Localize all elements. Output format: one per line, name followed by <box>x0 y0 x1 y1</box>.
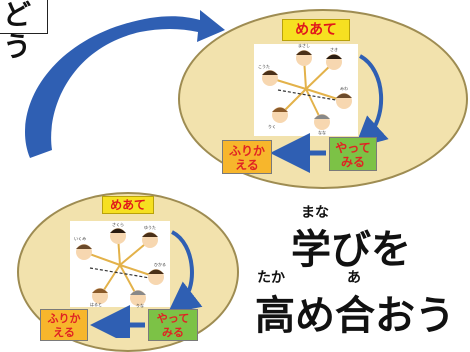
kid-face <box>272 107 288 123</box>
kid-face <box>314 114 330 130</box>
goal-label-bottom: めあて <box>102 196 154 214</box>
kid-face <box>110 228 126 244</box>
big-curved-arrow <box>25 10 225 158</box>
goal-label-top: めあて <box>282 19 350 41</box>
slogan-ruby-a: あ <box>347 270 361 286</box>
kid-name-label: なな <box>318 129 326 135</box>
slogan-ruby-manabi: まな <box>301 205 329 221</box>
kid-face <box>296 50 312 66</box>
kid-face <box>336 93 352 109</box>
kid-name-label: まさし <box>298 42 310 48</box>
kid-name-label: さくら <box>112 221 124 227</box>
try-box-top: やって みる <box>329 137 377 171</box>
reflect-box-top: ふりか える <box>222 140 272 174</box>
slogan-line-1: 学びを <box>291 227 411 273</box>
kids-illustration-bottom: さくら いくみ ゆうた ひかる はると りな <box>70 221 170 308</box>
kid-face <box>148 269 164 285</box>
kid-name-label: はると <box>90 301 102 307</box>
page-title: どう <box>3 0 32 63</box>
try-box-bottom: やって みる <box>148 309 198 341</box>
kids-illustration-top: まさし さき こうた みわ なな りく <box>254 42 358 136</box>
kid-name-label: ゆうた <box>144 224 156 230</box>
kid-name-label: みわ <box>340 85 348 91</box>
kid-name-label: さき <box>330 46 338 52</box>
kid-name-label: ひかる <box>154 261 166 267</box>
kid-face <box>76 244 92 260</box>
kid-name-label: りく <box>268 123 276 129</box>
slogan: まな 学びを たか あ 高め合おう <box>255 195 470 339</box>
page-title-box: どう <box>0 0 48 63</box>
cycle-arrow-right-top <box>354 54 389 149</box>
kid-name-label: こうた <box>258 63 270 69</box>
kid-face <box>92 288 108 304</box>
kid-face <box>326 54 342 70</box>
cycle-arrow-right-bottom <box>167 230 203 314</box>
slogan-line-2: 高め合おう <box>255 293 455 339</box>
diagram-graphics: まさし さき こうた みわ なな りく さくら いくみ ゆう <box>25 10 389 338</box>
kid-face <box>130 290 146 306</box>
reflect-box-bottom: ふりか える <box>40 309 88 341</box>
kid-name-label: いくみ <box>74 235 86 241</box>
kid-face <box>262 70 278 86</box>
kid-name-label: りな <box>136 302 144 308</box>
slogan-ruby-taka: たか <box>257 270 285 286</box>
kid-face <box>142 232 158 248</box>
